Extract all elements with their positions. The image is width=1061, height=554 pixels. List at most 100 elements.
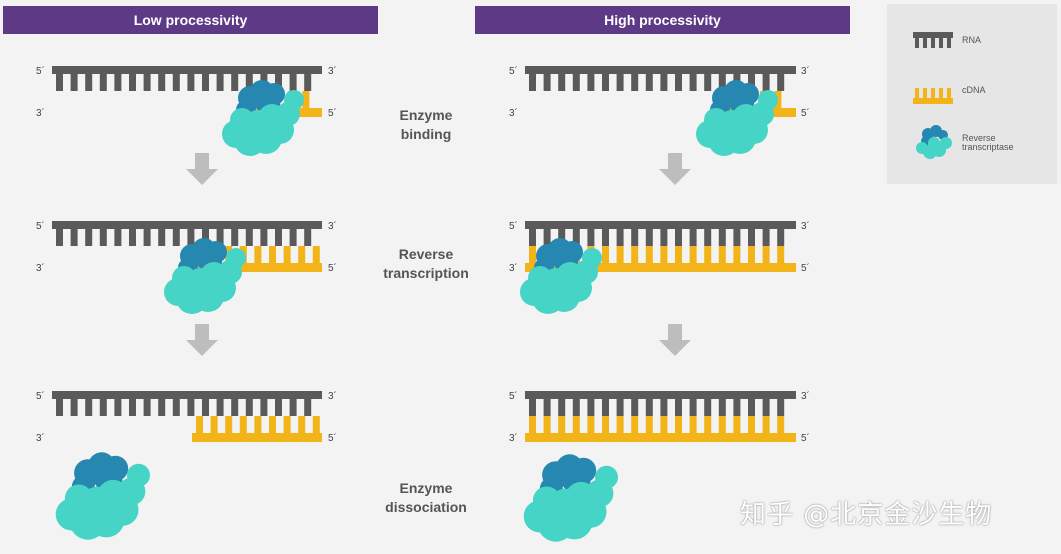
- low-row1-enzyme-light: [284, 90, 304, 110]
- high-row2-cdna-base: [529, 246, 536, 263]
- high-row2-cdna-base: [689, 246, 697, 263]
- high-row3-rna-base: [616, 399, 624, 416]
- high-row3-cdna-base: [645, 416, 653, 433]
- high-row3-rna-base: [733, 399, 741, 416]
- high-row3-rna-base: [718, 399, 726, 416]
- high-row2-rna-base: [529, 229, 536, 246]
- high-row3-rna-base: [543, 399, 551, 416]
- high-row3-cdna-base: [689, 416, 697, 433]
- low-row3-rna-base: [99, 399, 107, 416]
- low-3prime-bottom-2: 3´: [36, 262, 45, 274]
- low-row1-rna-base: [56, 74, 63, 91]
- high-row2-rna-base: [645, 229, 653, 246]
- high-row2-cdna-base: [733, 246, 741, 263]
- low-row1-rna-base: [143, 74, 151, 91]
- low-5prime-top-2: 5´: [36, 220, 45, 232]
- high-row1-rna-base: [602, 74, 609, 91]
- high-row1-rna-base: [587, 74, 595, 91]
- low-row3-rna-base: [187, 399, 195, 416]
- high-row3-cdna-base: [587, 416, 595, 433]
- low-3prime-top-2: 3´: [328, 220, 337, 232]
- low-row3-rna-base: [202, 399, 209, 416]
- high-row3-rna-base: [777, 399, 785, 416]
- high-3prime-top-3: 3´: [801, 390, 810, 402]
- high-row1-rna-base: [748, 74, 755, 91]
- low-row1-rna-base: [99, 74, 107, 91]
- low-row2-cdna-base: [254, 246, 262, 263]
- high-row2-cdna-base: [704, 246, 712, 263]
- high-row3-rna-base: [558, 399, 566, 416]
- high-row3-cdna-base: [660, 416, 668, 433]
- low-processivity-header: Low processivity: [3, 6, 378, 34]
- low-row2-rna-base: [304, 229, 312, 246]
- high-row3-cdna-base: [572, 416, 580, 433]
- high-5prime-bottom-2: 5´: [801, 262, 810, 274]
- low-row2-cdna-base: [298, 246, 306, 263]
- high-row3-cdna-base: [675, 416, 682, 433]
- high-row2-cdna-base: [631, 246, 639, 263]
- high-row3-cdna-base: [733, 416, 741, 433]
- high-row2-rna-base: [543, 229, 551, 246]
- high-row3-cdna-base: [543, 416, 551, 433]
- low-row3-rna-base: [216, 399, 224, 416]
- high-row3-cdna-base: [704, 416, 712, 433]
- high-row3-rna-base: [572, 399, 580, 416]
- high-row3-rna-base: [645, 399, 653, 416]
- legend-rna-icon-base: [931, 38, 935, 48]
- low-3prime-bottom-1: 3´: [36, 107, 45, 119]
- low-row1-rna-base: [245, 74, 253, 91]
- low-row2-rna-base: [99, 229, 107, 246]
- high-row2-cdna-base: [718, 246, 726, 263]
- high-row1-rna-base: [718, 74, 726, 91]
- high-row3-rna-base: [689, 399, 697, 416]
- legend-rna-icon-backbone: [913, 32, 953, 38]
- low-3prime-top-3: 3´: [328, 390, 337, 402]
- legend-cdna-icon-base: [947, 88, 951, 98]
- high-row1-rna-backbone: [525, 66, 796, 74]
- high-5prime-bottom-1: 5´: [801, 107, 810, 119]
- low-row2-rna-base: [231, 229, 239, 246]
- high-row3-rna-base: [704, 399, 712, 416]
- high-row3-rna-base: [602, 399, 609, 416]
- legend-cdna-icon-base: [915, 88, 919, 98]
- low-3prime-top-1: 3´: [328, 65, 337, 77]
- low-row1-rna-base: [172, 74, 180, 91]
- low-row2-cdna-base: [312, 246, 320, 263]
- high-row1-rna-base: [689, 74, 697, 91]
- low-row2-rna-base: [172, 229, 180, 246]
- high-row2-rna-base: [718, 229, 726, 246]
- low-arrow-1-shaft: [195, 153, 209, 171]
- high-row3-cdna-base: [529, 416, 536, 433]
- high-row2-rna-base: [602, 229, 609, 246]
- high-arrow-2-shaft: [668, 324, 682, 342]
- low-row1-rna-base: [70, 74, 78, 91]
- high-row2-rna-base: [616, 229, 624, 246]
- high-row3-rna-base: [748, 399, 755, 416]
- high-row3-enzyme-light: [549, 488, 582, 521]
- high-row3-cdna-base: [631, 416, 639, 433]
- low-row3-cdna-base: [298, 416, 306, 433]
- high-row2-cdna-base: [748, 246, 755, 263]
- high-arrow-1-shaft: [668, 153, 682, 171]
- legend-cdna-icon-base: [931, 88, 935, 98]
- high-row3-rna-base: [675, 399, 682, 416]
- low-row1-rna-base: [187, 74, 195, 91]
- low-row1-cdna-base: [302, 91, 310, 108]
- high-row2-rna-backbone: [525, 221, 796, 229]
- high-row2-rna-base: [558, 229, 566, 246]
- low-row2-rna-base: [143, 229, 151, 246]
- legend-rna-icon-base: [923, 38, 927, 48]
- high-row1-rna-base: [675, 74, 682, 91]
- high-row2-rna-base: [572, 229, 580, 246]
- low-row3-rna-base: [129, 399, 136, 416]
- high-processivity-header: High processivity: [475, 6, 850, 34]
- high-row1-rna-base: [572, 74, 580, 91]
- low-row3-cdna-base: [225, 416, 233, 433]
- low-row3-rna-base: [114, 399, 122, 416]
- low-row2-rna-base: [56, 229, 63, 246]
- low-row3-rna-base: [231, 399, 239, 416]
